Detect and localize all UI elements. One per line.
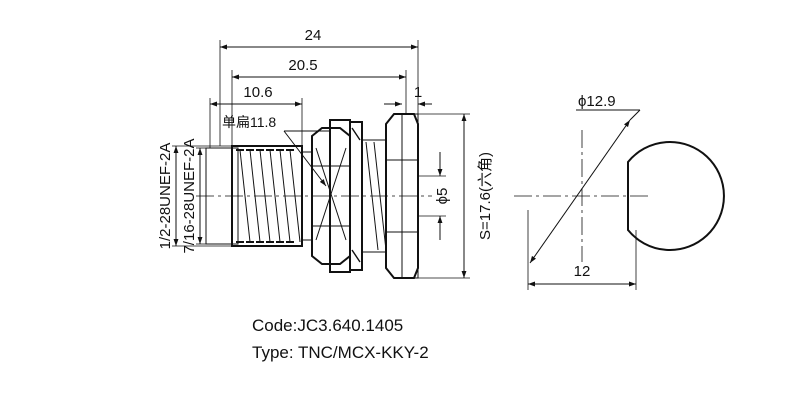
vertical-dimensions <box>418 113 470 279</box>
flat-width-label: 12 <box>574 263 591 280</box>
flange-thickness-label: 1 <box>414 84 422 101</box>
horizontal-dimensions <box>209 40 432 148</box>
inner-thread-label: 7/16-28UNEF-2A <box>181 138 198 253</box>
overall-length-label: 24 <box>305 27 322 44</box>
pin-diameter-label: ϕ5 <box>434 188 451 205</box>
front-length-label: 10.6 <box>243 84 272 101</box>
nut-label: 单扁11.8 <box>222 114 276 130</box>
end-view <box>514 109 725 290</box>
body-length-label: 20.5 <box>288 57 317 74</box>
product-type: Type: TNC/MCX-KKY-2 <box>252 343 429 362</box>
product-code: Code:JC3.640.1405 <box>252 316 404 335</box>
side-view <box>196 113 432 279</box>
outer-diameter-label: ϕ12.9 <box>578 93 616 110</box>
outer-thread-label: 1/2-28UNEF-2A <box>157 143 174 250</box>
hex-size-label: S=17.6(六角) <box>477 152 494 240</box>
